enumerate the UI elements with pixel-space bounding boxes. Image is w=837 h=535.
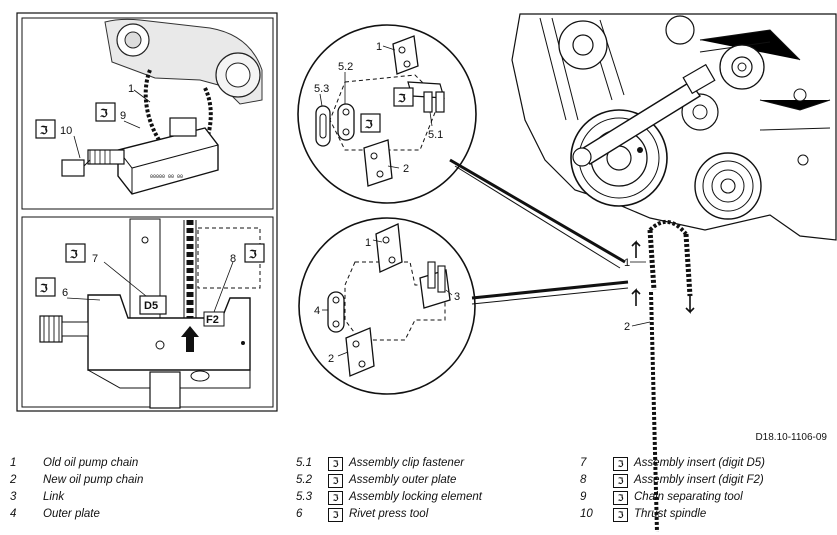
tool-symbol-icon: ℑ — [328, 456, 343, 471]
callout-1: 1 — [365, 237, 371, 249]
tool-symbol-icon: ℑ — [613, 490, 628, 505]
tool-symbol-icon — [360, 113, 381, 133]
callout-2: 2 — [328, 353, 334, 365]
tool-symbol-icon — [393, 87, 414, 107]
figure-reference-code: D18.10-1106-09 — [755, 432, 827, 443]
insert-label-f2: F2 — [206, 314, 219, 326]
callout-1: 1 — [624, 257, 630, 269]
callout-8: 8 — [230, 253, 236, 265]
tool-symbol-glyph: ℑ — [248, 249, 257, 261]
tool-symbol-glyph: ℑ — [397, 93, 406, 105]
callout-5-3: 5.3 — [314, 83, 329, 95]
tool-symbol-glyph: ℑ — [99, 108, 108, 120]
callout-6: 6 — [62, 287, 68, 299]
tool-symbol-icon: ℑ — [613, 507, 628, 522]
callout-9: 9 — [120, 110, 126, 122]
tool-symbol-icon: ℑ — [328, 507, 343, 522]
callout-4: 4 — [314, 305, 320, 317]
detail-circle-chain-link: 1 4 3 2 — [298, 217, 629, 395]
callout-5-1: 5.1 — [428, 129, 443, 141]
tool-symbol-glyph: ℑ — [39, 283, 48, 295]
tool-symbol-glyph: ℑ — [69, 249, 78, 261]
tool-symbol-icon — [65, 243, 86, 263]
tool-symbol-glyph: ℑ — [39, 125, 48, 137]
callout-10: 10 — [60, 125, 72, 137]
callout-1: 1 — [376, 41, 382, 53]
engine-illustration: 1 2 — [511, 13, 837, 533]
panel-rivet-press-tool: D5 F2 ℑ ℑ ℑ 7 6 8 — [21, 216, 274, 409]
callout-5-2: 5.2 — [338, 61, 353, 73]
callout-1: 1 — [128, 83, 134, 95]
left-panel-frame — [16, 12, 278, 412]
detail-circle-assembly-parts: ℑ ℑ 1 5.2 5.3 5.1 2 — [297, 24, 626, 269]
tool-symbol-icon: ℑ — [328, 473, 343, 488]
tool-symbol-icon: ℑ — [613, 456, 628, 471]
tool-symbol-icon: ℑ — [328, 490, 343, 505]
callout-3: 3 — [454, 291, 460, 303]
panel-chain-separating-tool: 00000 00 00 ℑ ℑ 1 9 10 — [21, 17, 274, 210]
tool-symbol-icon: ℑ — [613, 473, 628, 488]
tool-symbol-icon — [95, 102, 116, 122]
tool-symbol-glyph: ℑ — [364, 119, 373, 131]
tool-symbol-icon — [35, 277, 56, 297]
svg-text:00000 00 00: 00000 00 00 — [150, 174, 183, 180]
tool-symbol-icon — [35, 119, 56, 139]
callout-2: 2 — [624, 321, 630, 333]
insert-label-d5: D5 — [144, 300, 158, 312]
tool-symbol-icon — [244, 243, 265, 263]
callout-7: 7 — [92, 253, 98, 265]
callout-2: 2 — [403, 163, 409, 175]
